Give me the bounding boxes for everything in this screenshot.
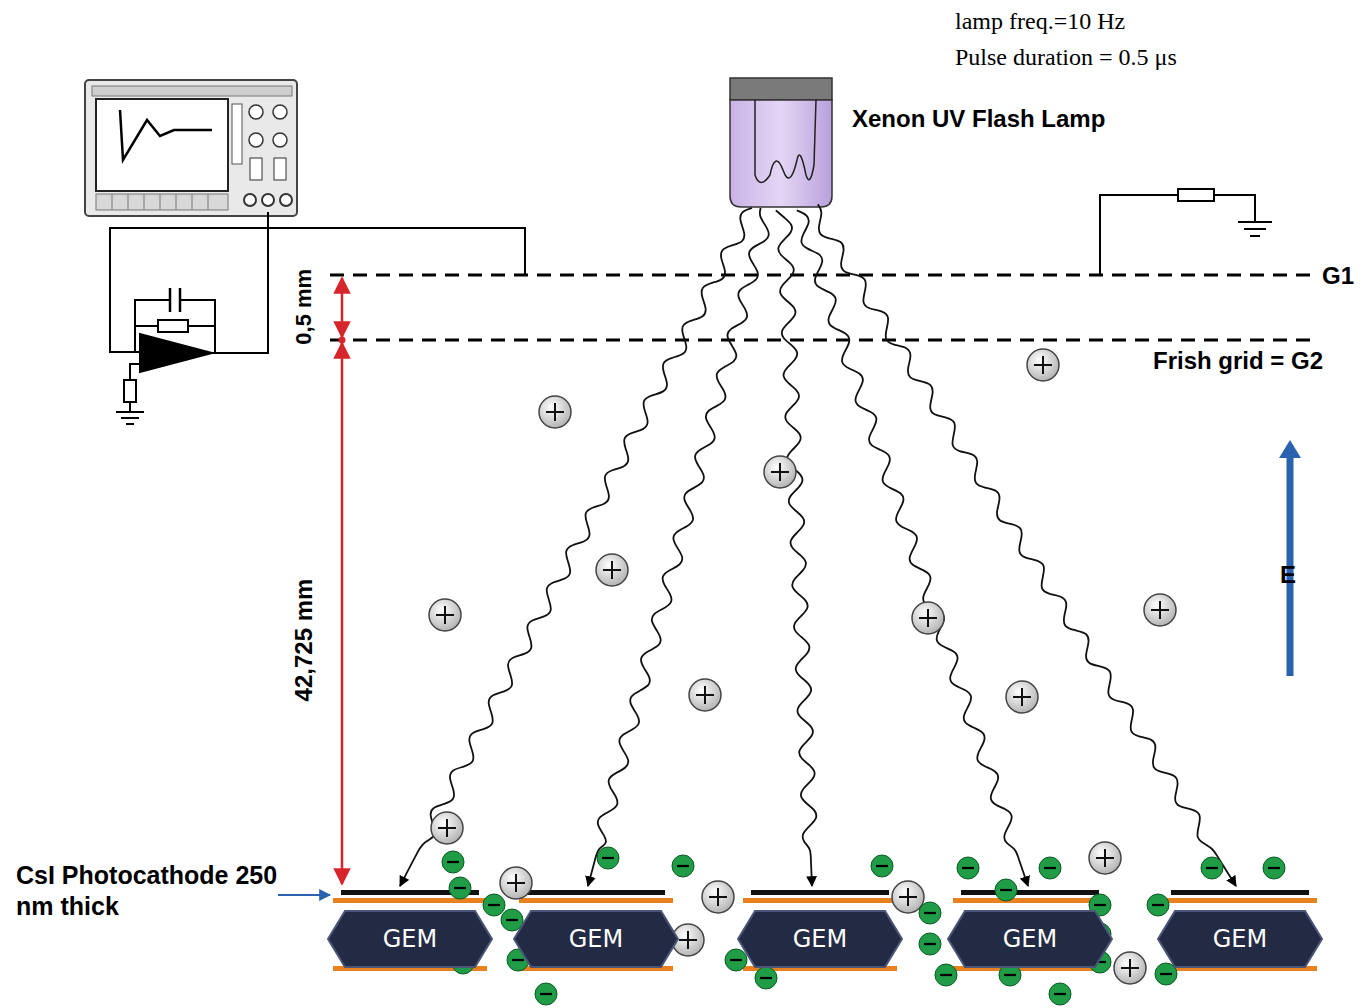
uv-photon (797, 210, 1028, 886)
positive-ion (431, 812, 463, 844)
electron (672, 855, 694, 877)
uv-photons (400, 204, 1236, 886)
electron (1049, 983, 1071, 1005)
gem-label: GEM (1003, 925, 1057, 953)
electron (957, 857, 979, 879)
lamp-frequency: lamp freq.=10 Hz (955, 6, 1125, 36)
uv-photon (818, 204, 1236, 886)
electron (919, 902, 941, 924)
photocathode-label: CsI Photocathode 250 nm thick (16, 860, 278, 923)
photocathode-leader (278, 894, 330, 896)
gem-foil: GEM (513, 910, 679, 968)
dimension: 42,725 mm (289, 579, 319, 702)
electron (935, 964, 957, 986)
uv-photon (776, 210, 817, 886)
frisch-grid-g2 (330, 339, 1312, 342)
gem-electrode (519, 898, 673, 903)
lamp-name: Xenon UV Flash Lamp (852, 104, 1105, 134)
electron (871, 855, 893, 877)
positive-ion (1006, 681, 1038, 713)
dimension: 0,5 mm (290, 269, 318, 345)
electron (449, 877, 471, 899)
positive-ion (429, 599, 461, 631)
grid-g1 (330, 274, 1312, 277)
positive-ion (596, 554, 628, 586)
electron (1147, 894, 1169, 916)
csi-layer (527, 890, 665, 895)
electron (725, 949, 747, 971)
electron (442, 851, 464, 873)
positive-ion (912, 602, 944, 634)
uv-photon (588, 208, 769, 886)
gem-foil: GEM (1157, 910, 1323, 968)
electron (1263, 857, 1285, 879)
positive-ion (689, 679, 721, 711)
gem-foil: GEM (327, 910, 493, 968)
grid-name: G1 (1322, 261, 1354, 291)
positive-ion (500, 867, 532, 899)
electron (483, 894, 505, 916)
grid-name: Frish grid = G2 (1153, 346, 1323, 376)
dimension-dot (339, 337, 346, 344)
gem-foil: GEM (947, 910, 1113, 968)
gem-electrode (953, 898, 1107, 903)
field-arrowhead (1279, 440, 1301, 458)
csi-layer (751, 890, 889, 895)
electron (919, 933, 941, 955)
pulse-duration: Pulse duration = 0.5 μs (955, 42, 1177, 72)
dimension-arrow (341, 343, 344, 884)
positive-ion (1144, 594, 1176, 626)
charges (429, 349, 1285, 1005)
positive-ion (1027, 349, 1059, 381)
positive-ion (764, 456, 796, 488)
gem-label: GEM (793, 925, 847, 953)
positive-ion (1089, 842, 1121, 874)
field-symbol: E (1280, 560, 1296, 590)
dimension-arrow (341, 278, 344, 337)
csi-layer (961, 890, 1099, 895)
positive-ion (702, 881, 734, 913)
oscilloscope (85, 80, 297, 216)
csi-layer (1171, 890, 1309, 895)
electron (755, 967, 777, 989)
gem-electrode (743, 898, 897, 903)
gem-electrode (1163, 898, 1317, 903)
electron (1039, 857, 1061, 879)
electron (1201, 857, 1223, 879)
electron (597, 847, 619, 869)
positive-ion (539, 396, 571, 428)
positive-ion (1114, 952, 1146, 984)
gem-label: GEM (1213, 925, 1267, 953)
electron (535, 983, 557, 1005)
ground-resistor (1100, 189, 1272, 275)
gem-label: GEM (569, 925, 623, 953)
xenon-flash-lamp (730, 78, 832, 207)
gem-label: GEM (383, 925, 437, 953)
charge-preamplifier (110, 212, 525, 424)
positive-ion (892, 881, 924, 913)
uv-photon (400, 208, 752, 886)
electron (995, 879, 1017, 901)
gem-foil: GEM (737, 910, 903, 968)
